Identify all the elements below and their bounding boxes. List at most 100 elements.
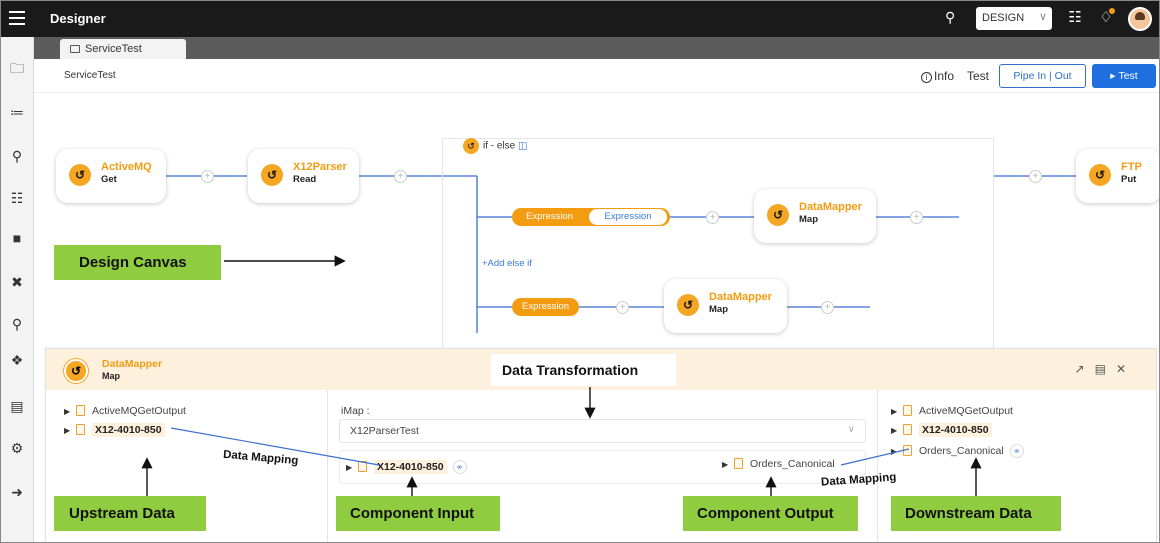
- expand-arrow-icon: ▶: [891, 426, 898, 435]
- network-nav-icon[interactable]: ✖: [11, 274, 23, 290]
- document-icon: [76, 405, 85, 416]
- component-input-callout: Component Input: [336, 496, 500, 531]
- avatar[interactable]: [1128, 7, 1152, 31]
- document-nav-icon[interactable]: ☷: [10, 190, 24, 206]
- upstream-tree-item[interactable]: ▶X12-4010-850: [64, 423, 165, 438]
- node-subtitle: Read: [293, 174, 317, 185]
- run-test-button[interactable]: ▸ Test: [1092, 64, 1156, 88]
- design-canvas[interactable]: ↺ ActiveMQ Get + ↺ X12Parser Read + ↺if …: [34, 93, 1159, 353]
- folder-nav-icon[interactable]: 🗀: [10, 60, 24, 76]
- add-step-button[interactable]: +: [821, 301, 834, 314]
- add-else-if-link[interactable]: +Add else if: [482, 258, 532, 269]
- logout-nav-icon[interactable]: ➜: [11, 484, 23, 500]
- top-bar: Designer ⚲ DESIGN ∨ ☷ ♢: [1, 1, 1159, 37]
- node-title: DataMapper: [709, 291, 772, 303]
- service-icon: ↺: [1089, 164, 1111, 186]
- downstream-tree-item[interactable]: ▶Orders_Canonical⚭: [891, 444, 1024, 458]
- expand-arrow-icon: ▶: [64, 426, 71, 435]
- node-activemq-get[interactable]: ↺ ActiveMQ Get: [56, 149, 166, 203]
- link-icon[interactable]: ⚭: [1009, 444, 1024, 458]
- expression-pill[interactable]: Expression: [512, 298, 579, 316]
- settings-nav-icon[interactable]: ⚙: [10, 440, 24, 456]
- add-step-button[interactable]: +: [616, 301, 629, 314]
- service-icon: ↺: [261, 164, 283, 186]
- tab-servicetest[interactable]: ServiceTest: [60, 39, 186, 59]
- document-icon: [903, 405, 912, 416]
- expression-value[interactable]: Expression: [588, 208, 668, 226]
- notification-dot: [1109, 8, 1115, 14]
- flow-nav-icon[interactable]: ≔: [10, 104, 24, 120]
- component-input-item[interactable]: ▶X12-4010-850⚭: [346, 460, 467, 474]
- save-icon[interactable]: ▤: [1094, 362, 1116, 376]
- if-else-label[interactable]: ↺if - else ◫: [463, 138, 527, 156]
- inbox-nav-icon[interactable]: ▤: [10, 398, 24, 414]
- pipe-in-out-button[interactable]: Pipe In | Out: [999, 64, 1086, 88]
- upstream-tree-item[interactable]: ▶ActiveMQGetOutput: [64, 405, 186, 417]
- bell-icon[interactable]: ♢: [1096, 8, 1116, 30]
- search-nav-icon[interactable]: ⚲: [11, 316, 23, 332]
- node-ftp-put[interactable]: ↺ FTP Put: [1076, 149, 1159, 203]
- tab-label: ServiceTest: [85, 43, 142, 55]
- node-datamapper-map-2[interactable]: ↺ DataMapper Map: [664, 279, 787, 333]
- database-nav-icon[interactable]: ■: [12, 230, 22, 246]
- run-test-label: Test: [1118, 70, 1138, 82]
- chevron-down-icon: ∨: [1038, 11, 1047, 23]
- node-subtitle: Put: [1121, 174, 1137, 185]
- node-title: DataMapper: [799, 201, 862, 213]
- link-icon[interactable]: ⚭: [452, 460, 467, 474]
- if-else-container: [442, 138, 994, 353]
- close-icon[interactable]: ✕: [1115, 362, 1136, 376]
- info-icon: i: [921, 72, 932, 83]
- service-icon: ↺: [767, 204, 789, 226]
- add-step-button[interactable]: +: [1029, 170, 1042, 183]
- service-icon: ↺: [64, 359, 88, 383]
- add-step-button[interactable]: +: [910, 211, 923, 224]
- folder-icon: [70, 45, 80, 53]
- downstream-data-callout: Downstream Data: [891, 496, 1061, 531]
- document-icon: [358, 461, 367, 472]
- expand-arrow-icon: ▶: [891, 407, 898, 416]
- downstream-tree-item[interactable]: ▶ActiveMQGetOutput: [891, 405, 1013, 417]
- add-step-button[interactable]: +: [201, 170, 214, 183]
- menu-icon[interactable]: [9, 11, 25, 25]
- chevron-down-icon: ∨: [847, 424, 855, 435]
- imap-select[interactable]: X12ParserTest∨: [339, 419, 866, 443]
- test-link[interactable]: Test: [967, 69, 990, 83]
- component-output-callout: Component Output: [683, 496, 858, 531]
- service-icon: ↺: [69, 164, 91, 186]
- component-io-box: [339, 450, 866, 484]
- expression-label: Expression: [526, 211, 573, 222]
- delete-icon[interactable]: ◫: [518, 140, 528, 152]
- panel-title: DataMapper: [102, 358, 163, 370]
- document-icon: [903, 445, 912, 456]
- node-title: X12Parser: [293, 161, 347, 173]
- component-output-item[interactable]: ▶Orders_Canonical: [722, 458, 835, 470]
- panel-tools: ↗▤✕: [1075, 362, 1136, 376]
- diamond-nav-icon[interactable]: ❖: [10, 352, 24, 368]
- downstream-tree-item[interactable]: ▶X12-4010-850: [891, 423, 992, 438]
- add-step-button[interactable]: +: [706, 211, 719, 224]
- node-subtitle: Map: [799, 214, 818, 225]
- play-icon: ▸: [1110, 70, 1119, 82]
- mode-select[interactable]: DESIGN ∨: [976, 7, 1052, 30]
- node-title: FTP: [1121, 161, 1142, 173]
- node-subtitle: Get: [101, 174, 117, 185]
- expand-arrow-icon: ▶: [891, 447, 898, 456]
- node-datamapper-map-1[interactable]: ↺ DataMapper Map: [754, 189, 876, 243]
- document-icon: [903, 424, 912, 435]
- add-step-button[interactable]: +: [394, 170, 407, 183]
- breadcrumb: ServiceTest: [64, 70, 116, 81]
- mode-select-value: DESIGN: [982, 12, 1025, 24]
- design-canvas-callout: Design Canvas: [54, 245, 221, 280]
- document-icon: [76, 424, 85, 435]
- file-settings-icon[interactable]: ☷: [1068, 9, 1082, 26]
- search-icon[interactable]: ⚲: [945, 9, 956, 25]
- expression-pill[interactable]: Expression Expression: [512, 208, 670, 226]
- plug-nav-icon[interactable]: ⚲: [11, 148, 23, 164]
- expand-icon[interactable]: ↗: [1074, 362, 1095, 376]
- node-x12parser-read[interactable]: ↺ X12Parser Read: [248, 149, 359, 203]
- service-icon: ↺: [677, 294, 699, 316]
- tab-strip: ServiceTest: [34, 37, 1159, 59]
